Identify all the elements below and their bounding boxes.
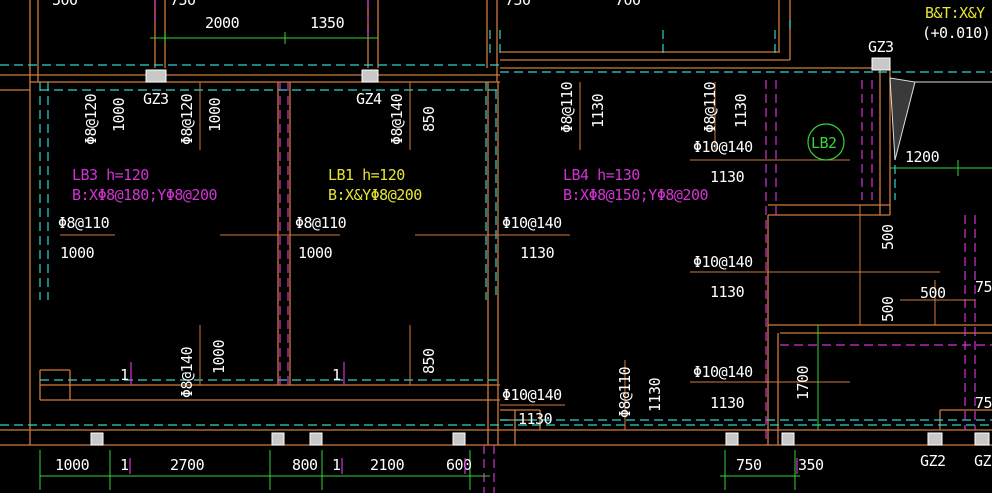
dim-top-500: 500 — [52, 0, 78, 9]
dim-1200: 1200 — [905, 148, 940, 166]
top-right-label-2: (+0.010) — [922, 24, 990, 42]
dim-1700: 1700 — [794, 365, 812, 400]
dim-500-c: 500 — [879, 296, 897, 322]
slab-lb3-rebar: B:XΦ8@180;YΦ8@200 — [72, 186, 217, 204]
rebar-r3-len: 1130 — [710, 394, 745, 412]
column-gz4[interactable] — [361, 69, 379, 83]
column-bottom-6[interactable] — [781, 432, 795, 446]
stair-wedge — [889, 77, 916, 161]
rebar-v3-len: 850 — [420, 106, 438, 132]
label-gz2: GZ2 — [920, 452, 946, 470]
dim-bottom-800: 800 — [292, 456, 318, 474]
rebar-v3: Φ8@140 — [388, 93, 406, 145]
column-bottom-1[interactable] — [90, 432, 104, 446]
slab-lb3-name: LB3 h=120 — [72, 166, 149, 184]
column-bottom-2[interactable] — [271, 432, 285, 446]
label-gz3-b: GZ3 — [868, 38, 894, 56]
rebar-b4-len: 1130 — [646, 377, 664, 412]
dim-bottom-1000: 1000 — [55, 456, 90, 474]
rebar-b3-len: 1130 — [518, 410, 553, 428]
vertical-rebar-labels: Φ8@120 1000 Φ8@120 1000 Φ8@140 850 Φ8@11… — [82, 81, 897, 418]
column-bottom-5[interactable] — [725, 432, 739, 446]
mark-1-a: 1 — [120, 366, 129, 384]
rebar-v1-len: 1000 — [110, 97, 128, 132]
rebar-h3: Φ10@140 — [502, 214, 562, 232]
rebar-h3-len: 1130 — [520, 244, 555, 262]
rebar-v4: Φ8@110 — [558, 81, 576, 133]
small-marks — [129, 362, 798, 474]
rebar-r2-len: 1130 — [710, 283, 745, 301]
dim-500-b: 500 — [920, 284, 946, 302]
rebar-b1: Φ8@140 — [178, 346, 196, 398]
slab-lb2-marker[interactable] — [807, 123, 845, 161]
rebar-v5: Φ8@110 — [701, 81, 719, 133]
rebar-r3: Φ10@140 — [693, 363, 753, 381]
rebar-v1: Φ8@120 — [82, 93, 100, 145]
dim-bottom-2700: 2700 — [170, 456, 205, 474]
dim-bottom-1-a: 1 — [120, 456, 129, 474]
slab-lb4-name: LB4 h=130 — [563, 166, 640, 184]
slab-lb1-name: LB1 h=120 — [328, 166, 405, 184]
rebar-r2: Φ10@140 — [693, 253, 753, 271]
dim-75-a: 75 — [975, 278, 992, 296]
dim-bottom-1-b: 1 — [332, 456, 341, 474]
column-gz-cut[interactable] — [974, 432, 990, 446]
rebar-b2-len: 850 — [420, 348, 438, 374]
dim-bottom-600: 600 — [446, 456, 472, 474]
rebar-lines — [154, 0, 992, 493]
rebar-v5-len: 1130 — [732, 93, 750, 128]
dim-bottom-350: 350 — [798, 456, 824, 474]
rebar-h2-len: 1000 — [298, 244, 333, 262]
wall-lines — [0, 0, 992, 446]
dim-top-750-a: 750 — [170, 0, 196, 9]
column-bottom-3[interactable] — [309, 432, 323, 446]
dim-bottom-2100: 2100 — [370, 456, 405, 474]
dim-75-b: 75 — [975, 394, 992, 412]
rebar-h1-len: 1000 — [60, 244, 95, 262]
column-bottom-4[interactable] — [452, 432, 466, 446]
column-gz2[interactable] — [927, 432, 943, 446]
rebar-v4-len: 1130 — [589, 93, 607, 128]
dim-top-700: 700 — [615, 0, 641, 9]
rebar-b3: Φ10@140 — [502, 386, 562, 404]
slab-lb4-rebar: B:XΦ8@150;YΦ8@200 — [563, 186, 708, 204]
dimension-lines — [39, 32, 992, 490]
top-right-label-1: B&T:X&Y — [925, 4, 985, 22]
column-gz3-a[interactable] — [145, 69, 167, 83]
column-blocks — [90, 57, 990, 446]
rebar-r1: Φ10@140 — [693, 138, 753, 156]
rebar-b1-len: 1000 — [210, 339, 228, 374]
mark-1-b: 1 — [332, 366, 341, 384]
dim-1350: 1350 — [310, 14, 345, 32]
slab-lb1-rebar: B:X&YΦ8@200 — [328, 186, 422, 204]
label-gz4: GZ4 — [356, 90, 382, 108]
label-gz-cut: GZ — [974, 452, 992, 470]
axis-lines — [0, 20, 992, 426]
dim-bottom-750: 750 — [736, 456, 762, 474]
slab-lb2-name: LB2 — [811, 134, 837, 152]
rebar-b4: Φ8@110 — [616, 366, 634, 418]
rebar-v2: Φ8@120 — [178, 93, 196, 145]
rebar-r1-len: 1130 — [710, 168, 745, 186]
label-gz3-a: GZ3 — [143, 90, 169, 108]
rebar-v2-len: 1000 — [206, 97, 224, 132]
dim-2000: 2000 — [205, 14, 240, 32]
rebar-solid-lines — [60, 82, 975, 430]
dim-500-a: 500 — [879, 224, 897, 250]
column-gz3-b[interactable] — [871, 57, 891, 71]
rebar-h1: Φ8@110 — [58, 214, 110, 232]
rebar-h2: Φ8@110 — [295, 214, 347, 232]
dim-top-750-b: 750 — [505, 0, 531, 9]
